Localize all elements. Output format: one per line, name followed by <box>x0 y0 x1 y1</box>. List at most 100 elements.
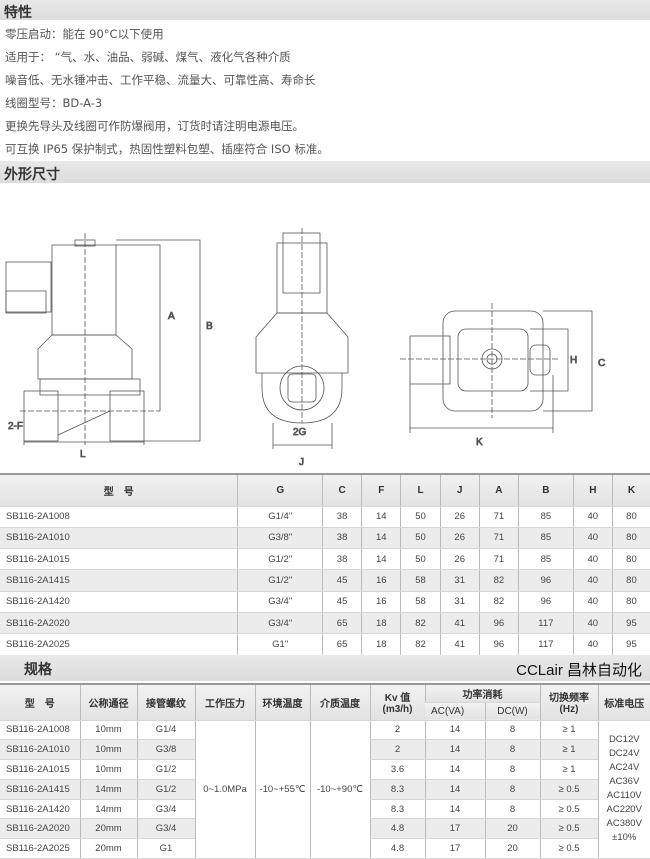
table-cell: 80 <box>612 570 650 591</box>
table-cell: 2 <box>370 720 425 740</box>
table-cell: SB116-2A1015 <box>0 760 80 780</box>
table-cell: 20mm <box>80 839 137 859</box>
table-cell: 80 <box>612 527 650 548</box>
table-cell: 8.3 <box>370 799 425 819</box>
valve-drawings: A B 2-F L 2G J H C K <box>0 183 650 473</box>
dim-header-1: G <box>238 474 323 506</box>
header-model: 型 号 <box>0 684 80 720</box>
table-cell: 26 <box>440 549 479 570</box>
features-header: 特性 <box>0 0 650 20</box>
table-cell: G3/4 <box>137 799 195 819</box>
header-kv: Kv 值(m3/h) <box>370 684 425 720</box>
table-cell: G1" <box>238 634 323 655</box>
table-cell: 95 <box>612 612 650 633</box>
table-cell: 45 <box>322 591 361 612</box>
header-thread: 接管螺纹 <box>137 684 195 720</box>
table-cell: 4.8 <box>370 839 425 859</box>
kv-label: Kv 值 <box>385 693 411 704</box>
table-cell: 14 <box>425 799 485 819</box>
label-j: J <box>299 457 304 468</box>
dim-header-5: J <box>440 474 479 506</box>
specs-table: 型 号 公称通径 接管螺纹 工作压力 环境温度 介质温度 Kv 值(m3/h) … <box>0 683 650 859</box>
table-cell: G1/2" <box>238 570 323 591</box>
table-cell: 8 <box>485 779 540 799</box>
table-cell: 82 <box>401 612 440 633</box>
table-cell: ≥ 1 <box>540 760 598 780</box>
table-cell: 38 <box>322 506 361 527</box>
table-cell: 82 <box>479 591 518 612</box>
table-cell: 82 <box>479 570 518 591</box>
table-cell: G1/4" <box>238 506 323 527</box>
label-k: K <box>476 437 483 448</box>
table-cell: ≥ 0.5 <box>540 779 598 799</box>
table-cell: 8.3 <box>370 779 425 799</box>
table-cell: 14 <box>425 779 485 799</box>
table-cell: 14 <box>362 549 401 570</box>
dim-header-2: C <box>322 474 361 506</box>
table-cell: 14 <box>362 506 401 527</box>
dim-header-7: B <box>519 474 574 506</box>
table-cell: G3/8 <box>137 740 195 760</box>
table-cell: 18 <box>362 612 401 633</box>
voltage-option: DC12V <box>599 733 650 747</box>
label-c: C <box>598 358 605 369</box>
table-cell: 10mm <box>80 760 137 780</box>
table-cell: 50 <box>401 527 440 548</box>
table-cell: 38 <box>322 527 361 548</box>
voltage-option: DC24V <box>599 747 650 761</box>
table-cell: SB116-2A1415 <box>0 779 80 799</box>
table-cell: 18 <box>362 634 401 655</box>
table-cell: 20 <box>485 839 540 859</box>
feature-line: 可互换 IP65 保护制式，热固性塑料包塑、插座符合 ISO 标准。 <box>5 141 329 157</box>
table-cell: 8 <box>485 720 540 740</box>
ambient-cell: -10~+55℃ <box>255 720 310 859</box>
table-cell: G3/4" <box>238 612 323 633</box>
voltage-option: AC24V <box>599 761 650 775</box>
table-cell: G1/4 <box>137 720 195 740</box>
table-cell: 14 <box>425 720 485 740</box>
table-cell: 3.6 <box>370 760 425 780</box>
table-cell: 2 <box>370 740 425 760</box>
table-cell: 85 <box>519 527 574 548</box>
table-cell: 16 <box>362 570 401 591</box>
table-cell: 40 <box>573 506 612 527</box>
table-cell: 65 <box>322 612 361 633</box>
dim-header-6: A <box>479 474 518 506</box>
table-cell: G1 <box>137 839 195 859</box>
table-cell: SB116-2A1008 <box>0 506 238 527</box>
table-cell: 96 <box>519 591 574 612</box>
table-cell: SB116-2A2025 <box>0 839 80 859</box>
table-cell: SB116-2A1420 <box>0 799 80 819</box>
table-cell: 20mm <box>80 819 137 839</box>
table-cell: 96 <box>479 612 518 633</box>
table-cell: 71 <box>479 506 518 527</box>
voltage-option: AC220V <box>599 803 650 817</box>
table-cell: 80 <box>612 549 650 570</box>
voltage-option: AC110V <box>599 789 650 803</box>
table-cell: 40 <box>573 612 612 633</box>
table-cell: 41 <box>440 634 479 655</box>
table-cell: 40 <box>573 591 612 612</box>
table-cell: 14 <box>425 740 485 760</box>
table-cell: 80 <box>612 591 650 612</box>
table-cell: 45 <box>322 570 361 591</box>
feature-line: 线圈型号：BD-A-3 <box>5 95 102 111</box>
header-freq: 切换频率(Hz) <box>540 684 598 720</box>
table-cell: ≥ 0.5 <box>540 819 598 839</box>
table-cell: 20 <box>485 819 540 839</box>
table-cell: 82 <box>401 634 440 655</box>
table-cell: 38 <box>322 549 361 570</box>
table-cell: 10mm <box>80 740 137 760</box>
feature-line: 更换先导头及线圈可作防爆阀用，订货时请注明电源电压。 <box>5 118 304 134</box>
table-cell: 96 <box>519 570 574 591</box>
voltage-option: AC380V <box>599 817 650 831</box>
table-cell: 80 <box>612 506 650 527</box>
label-2g: 2G <box>293 427 307 438</box>
table-cell: 4.8 <box>370 819 425 839</box>
